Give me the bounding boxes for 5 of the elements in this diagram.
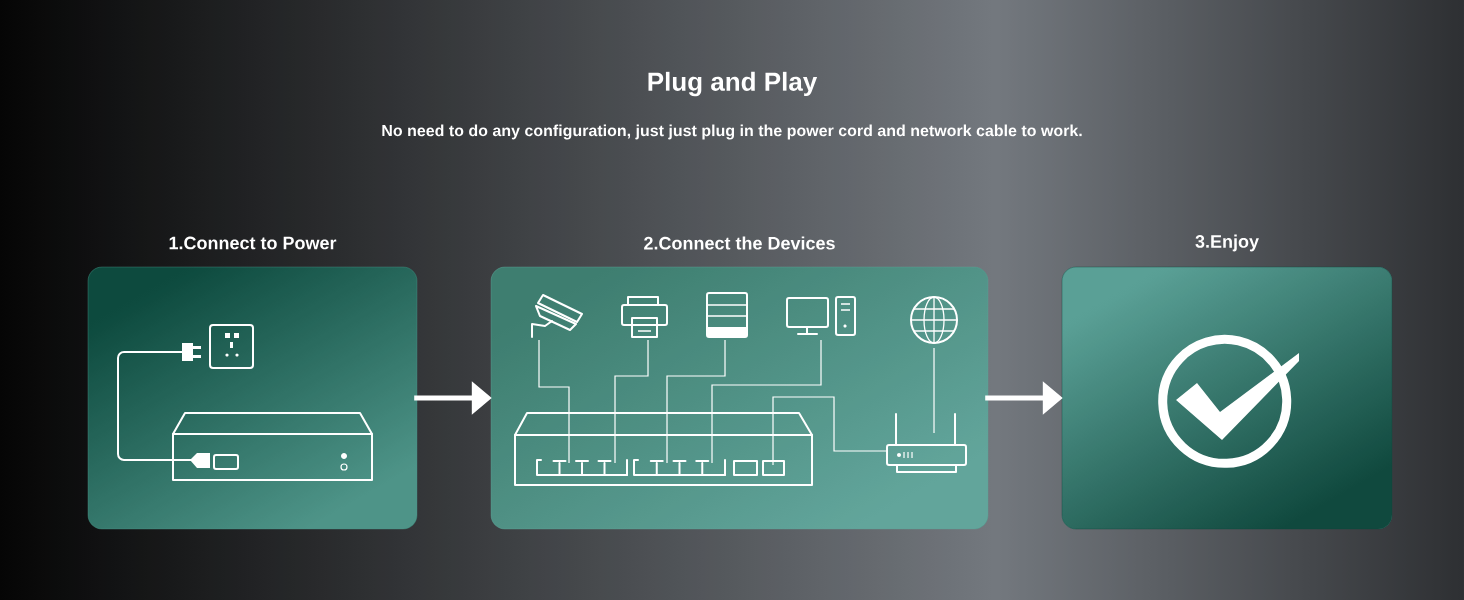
title: Plug and Play [648,71,818,97]
step-panel: 3.Enjoy [1061,234,1393,530]
step-panel: 2.Connect the Devices [490,236,989,530]
step-panel: 1.Connect to Power [87,236,418,530]
subtitle: No need to do any configuration, just just plug in the power cord and network cable to work. [382,124,1082,140]
